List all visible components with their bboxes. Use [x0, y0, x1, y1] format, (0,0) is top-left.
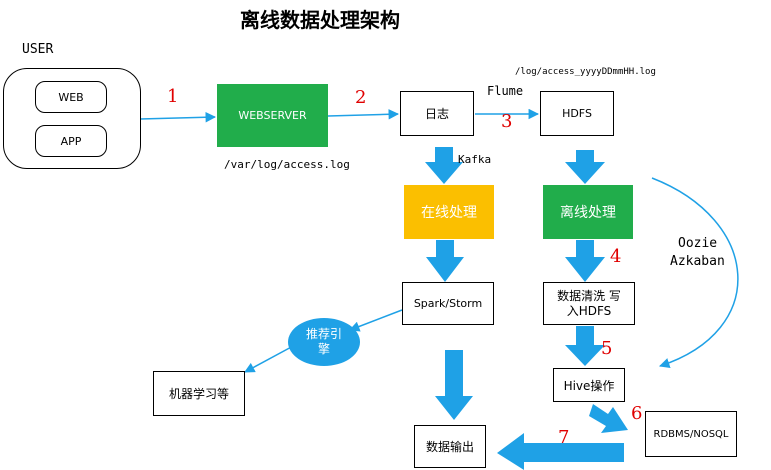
spark-storm-node: Spark/Storm	[402, 282, 494, 325]
data-clean-line1: 数据清洗 写	[557, 288, 621, 303]
webserver-node: WEBSERVER	[217, 84, 328, 147]
offline-processing-node: 离线处理	[543, 185, 633, 239]
step-number-6: 6	[631, 403, 643, 424]
online-processing-node: 在线处理	[404, 185, 494, 239]
hive-node: Hive操作	[553, 368, 625, 402]
user-label: USER	[22, 42, 54, 57]
arrow-oozie-to-hive	[651, 177, 739, 369]
block-arrow-log-to-online	[425, 147, 463, 184]
recommend-engine-node: 推荐引 擎	[288, 318, 360, 366]
kafka-label: Kafka	[458, 153, 492, 166]
web-node: WEB	[35, 81, 107, 113]
data-output-node: 数据输出	[414, 425, 486, 468]
access-log-path: /var/log/access.log	[224, 158, 350, 171]
recommend-line2: 擎	[317, 342, 330, 356]
hdfs-log-path: /log/access_yyyyDDmmHH.log	[515, 67, 656, 77]
arrow-spark-to-recommend	[349, 309, 403, 332]
block-arrow-online-to-spark	[426, 240, 464, 282]
azkaban-label: Azkaban	[670, 254, 725, 269]
step-number-5: 5	[601, 338, 613, 359]
step-number-4: 4	[610, 246, 622, 267]
flume-label: Flume	[487, 84, 524, 98]
block-arrow-offline-to-clean	[565, 240, 605, 282]
machine-learning-node: 机器学习等	[153, 371, 245, 416]
app-node: APP	[35, 125, 107, 157]
step-number-1: 1	[167, 86, 179, 107]
block-arrow-clean-to-hive	[565, 326, 605, 366]
data-clean-line2: 入HDFS	[566, 303, 612, 318]
arrow-recommend-to-ml	[244, 344, 296, 373]
recommend-line1: 推荐引	[305, 327, 342, 341]
oozie-label: Oozie	[678, 236, 718, 251]
log-node: 日志	[400, 91, 474, 136]
arrow-user-to-webserver	[139, 112, 217, 123]
hdfs-node: HDFS	[540, 91, 614, 136]
diagram-title: 离线数据处理架构	[240, 8, 400, 32]
step-number-7: 7	[558, 427, 570, 448]
step-number-2: 2	[355, 87, 367, 108]
step-number-3: 3	[501, 111, 513, 132]
arrow-webserver-to-log	[327, 109, 400, 120]
block-arrow-rdbms-to-output	[497, 433, 624, 470]
block-arrow-hdfs-to-offline	[565, 150, 605, 184]
block-arrow-spark-to-output	[435, 350, 473, 420]
rdbms-nosql-node: RDBMS/NOSQL	[645, 411, 737, 457]
block-arrow-hive-to-rdbms	[589, 404, 628, 433]
data-clean-node: 数据清洗 写 入HDFS	[543, 282, 635, 325]
